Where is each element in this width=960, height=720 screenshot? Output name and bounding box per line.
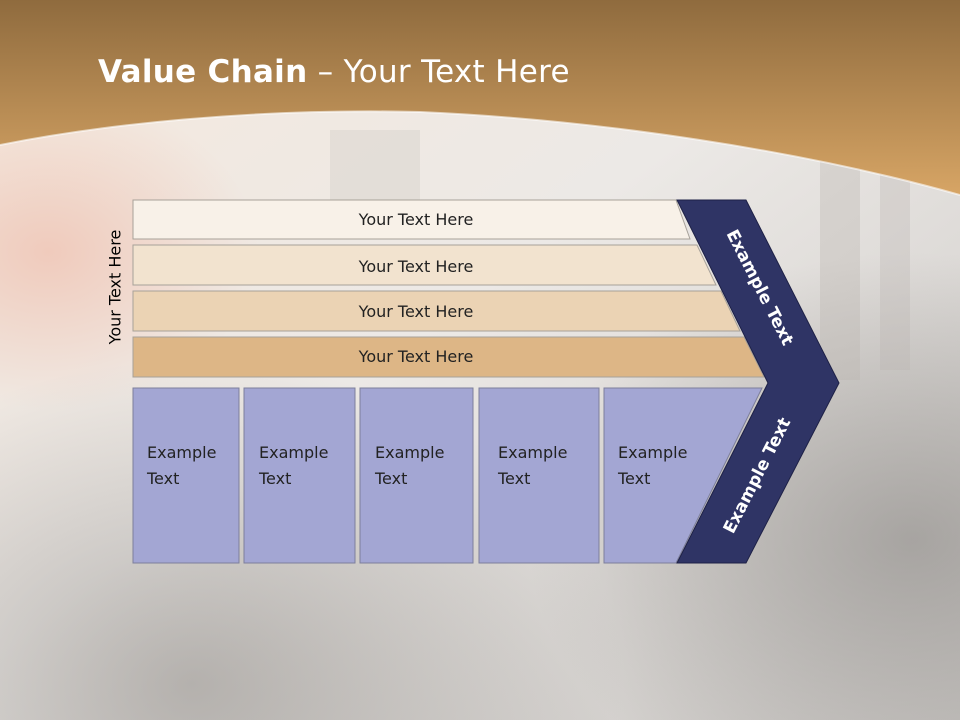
row-label: Your Text Here bbox=[358, 257, 474, 276]
reflection-text: Example bbox=[618, 668, 687, 687]
column-label-line2: Text bbox=[497, 469, 530, 488]
slide-title: Value Chain – Your Text Here bbox=[98, 54, 570, 90]
column-label-line1: Example bbox=[259, 443, 328, 462]
column-label-line1: Example bbox=[147, 443, 216, 462]
reflection-text: Example bbox=[375, 668, 444, 687]
reflection-text: Example bbox=[259, 668, 328, 687]
reflection-text: Text bbox=[617, 642, 650, 661]
reflection-text: Text bbox=[497, 642, 530, 661]
column-label-line2: Text bbox=[258, 469, 291, 488]
column-box: Example Text bbox=[603, 387, 763, 564]
column-label-line1: Example bbox=[498, 443, 567, 462]
column-box: Example Text bbox=[478, 387, 600, 564]
column-label-line1: Example bbox=[375, 443, 444, 462]
row-bar: Your Text Here bbox=[132, 199, 691, 240]
row-bar: Your Text Here bbox=[132, 336, 765, 378]
row-bar: Your Text Here bbox=[132, 244, 717, 286]
title-bold: Value Chain bbox=[98, 54, 308, 90]
row-bar: Your Text Here bbox=[132, 290, 741, 332]
diagram-reflection: Example Text Example Text Example Text E… bbox=[133, 567, 826, 720]
reflection-text: Example bbox=[498, 668, 567, 687]
chevron-arrow bbox=[676, 199, 840, 564]
column-label-line1: Example bbox=[618, 443, 687, 462]
column-box: Example Text bbox=[132, 387, 240, 564]
title-rest: – Your Text Here bbox=[307, 54, 570, 90]
reflection-text: Text bbox=[146, 642, 179, 661]
row-label: Your Text Here bbox=[358, 210, 474, 229]
reflection-text: Text bbox=[374, 642, 407, 661]
column-label-line2: Text bbox=[374, 469, 407, 488]
row-label: Your Text Here bbox=[358, 302, 474, 321]
column-label-line2: Text bbox=[617, 469, 650, 488]
reflection-text: Text bbox=[258, 642, 291, 661]
column-box: Example Text bbox=[243, 387, 356, 564]
column-box: Example Text bbox=[359, 387, 474, 564]
row-label: Your Text Here bbox=[358, 347, 474, 366]
column-label-line2: Text bbox=[146, 469, 179, 488]
reflection-text: Example bbox=[147, 668, 216, 687]
